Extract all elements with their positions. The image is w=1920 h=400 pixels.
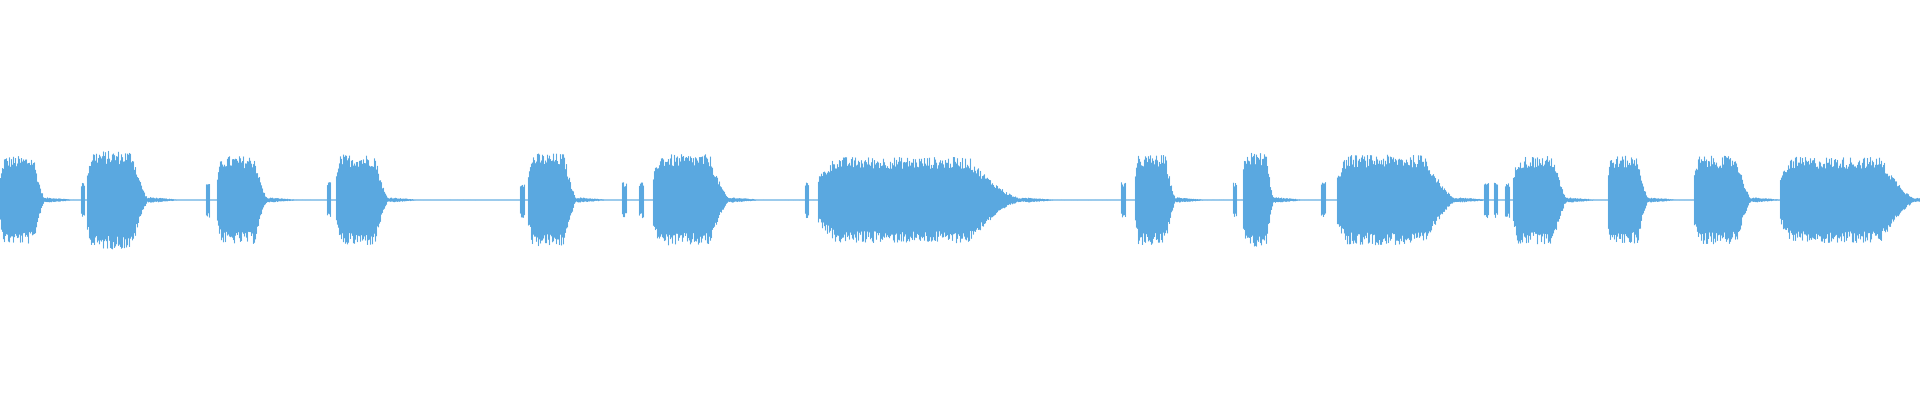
waveform-bars	[0, 150, 1920, 250]
